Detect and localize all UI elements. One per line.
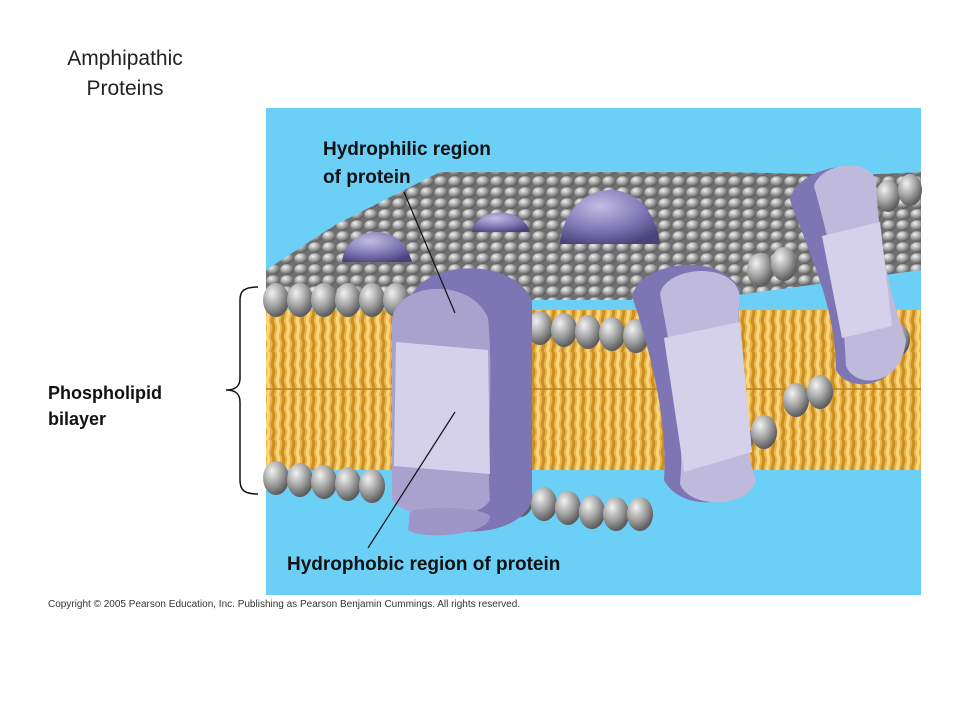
- label-phospholipid-bilayer: Phospholipid bilayer: [48, 383, 162, 429]
- hydrophilic-leader-line: [403, 191, 456, 314]
- copyright-notice: Copyright © 2005 Pearson Education, Inc.…: [48, 599, 521, 610]
- label-hydrophilic-region: Hydrophilic region of protein: [323, 139, 491, 188]
- protein-dome-left: [342, 231, 412, 262]
- heads-row-upper: [263, 174, 922, 353]
- transmembrane-protein-back: [790, 165, 906, 385]
- transmembrane-protein-front: [392, 268, 532, 536]
- bilayer-brace: [225, 286, 259, 495]
- hydrophobic-leader-line: [367, 411, 456, 549]
- transmembrane-protein-middle: [632, 264, 756, 503]
- protein-dome-small: [472, 212, 530, 232]
- label-hydrophobic-region: Hydrophobic region of protein: [287, 554, 561, 575]
- slide-title: Amphipathic Proteins: [67, 47, 183, 100]
- protein-dome-large: [560, 189, 660, 244]
